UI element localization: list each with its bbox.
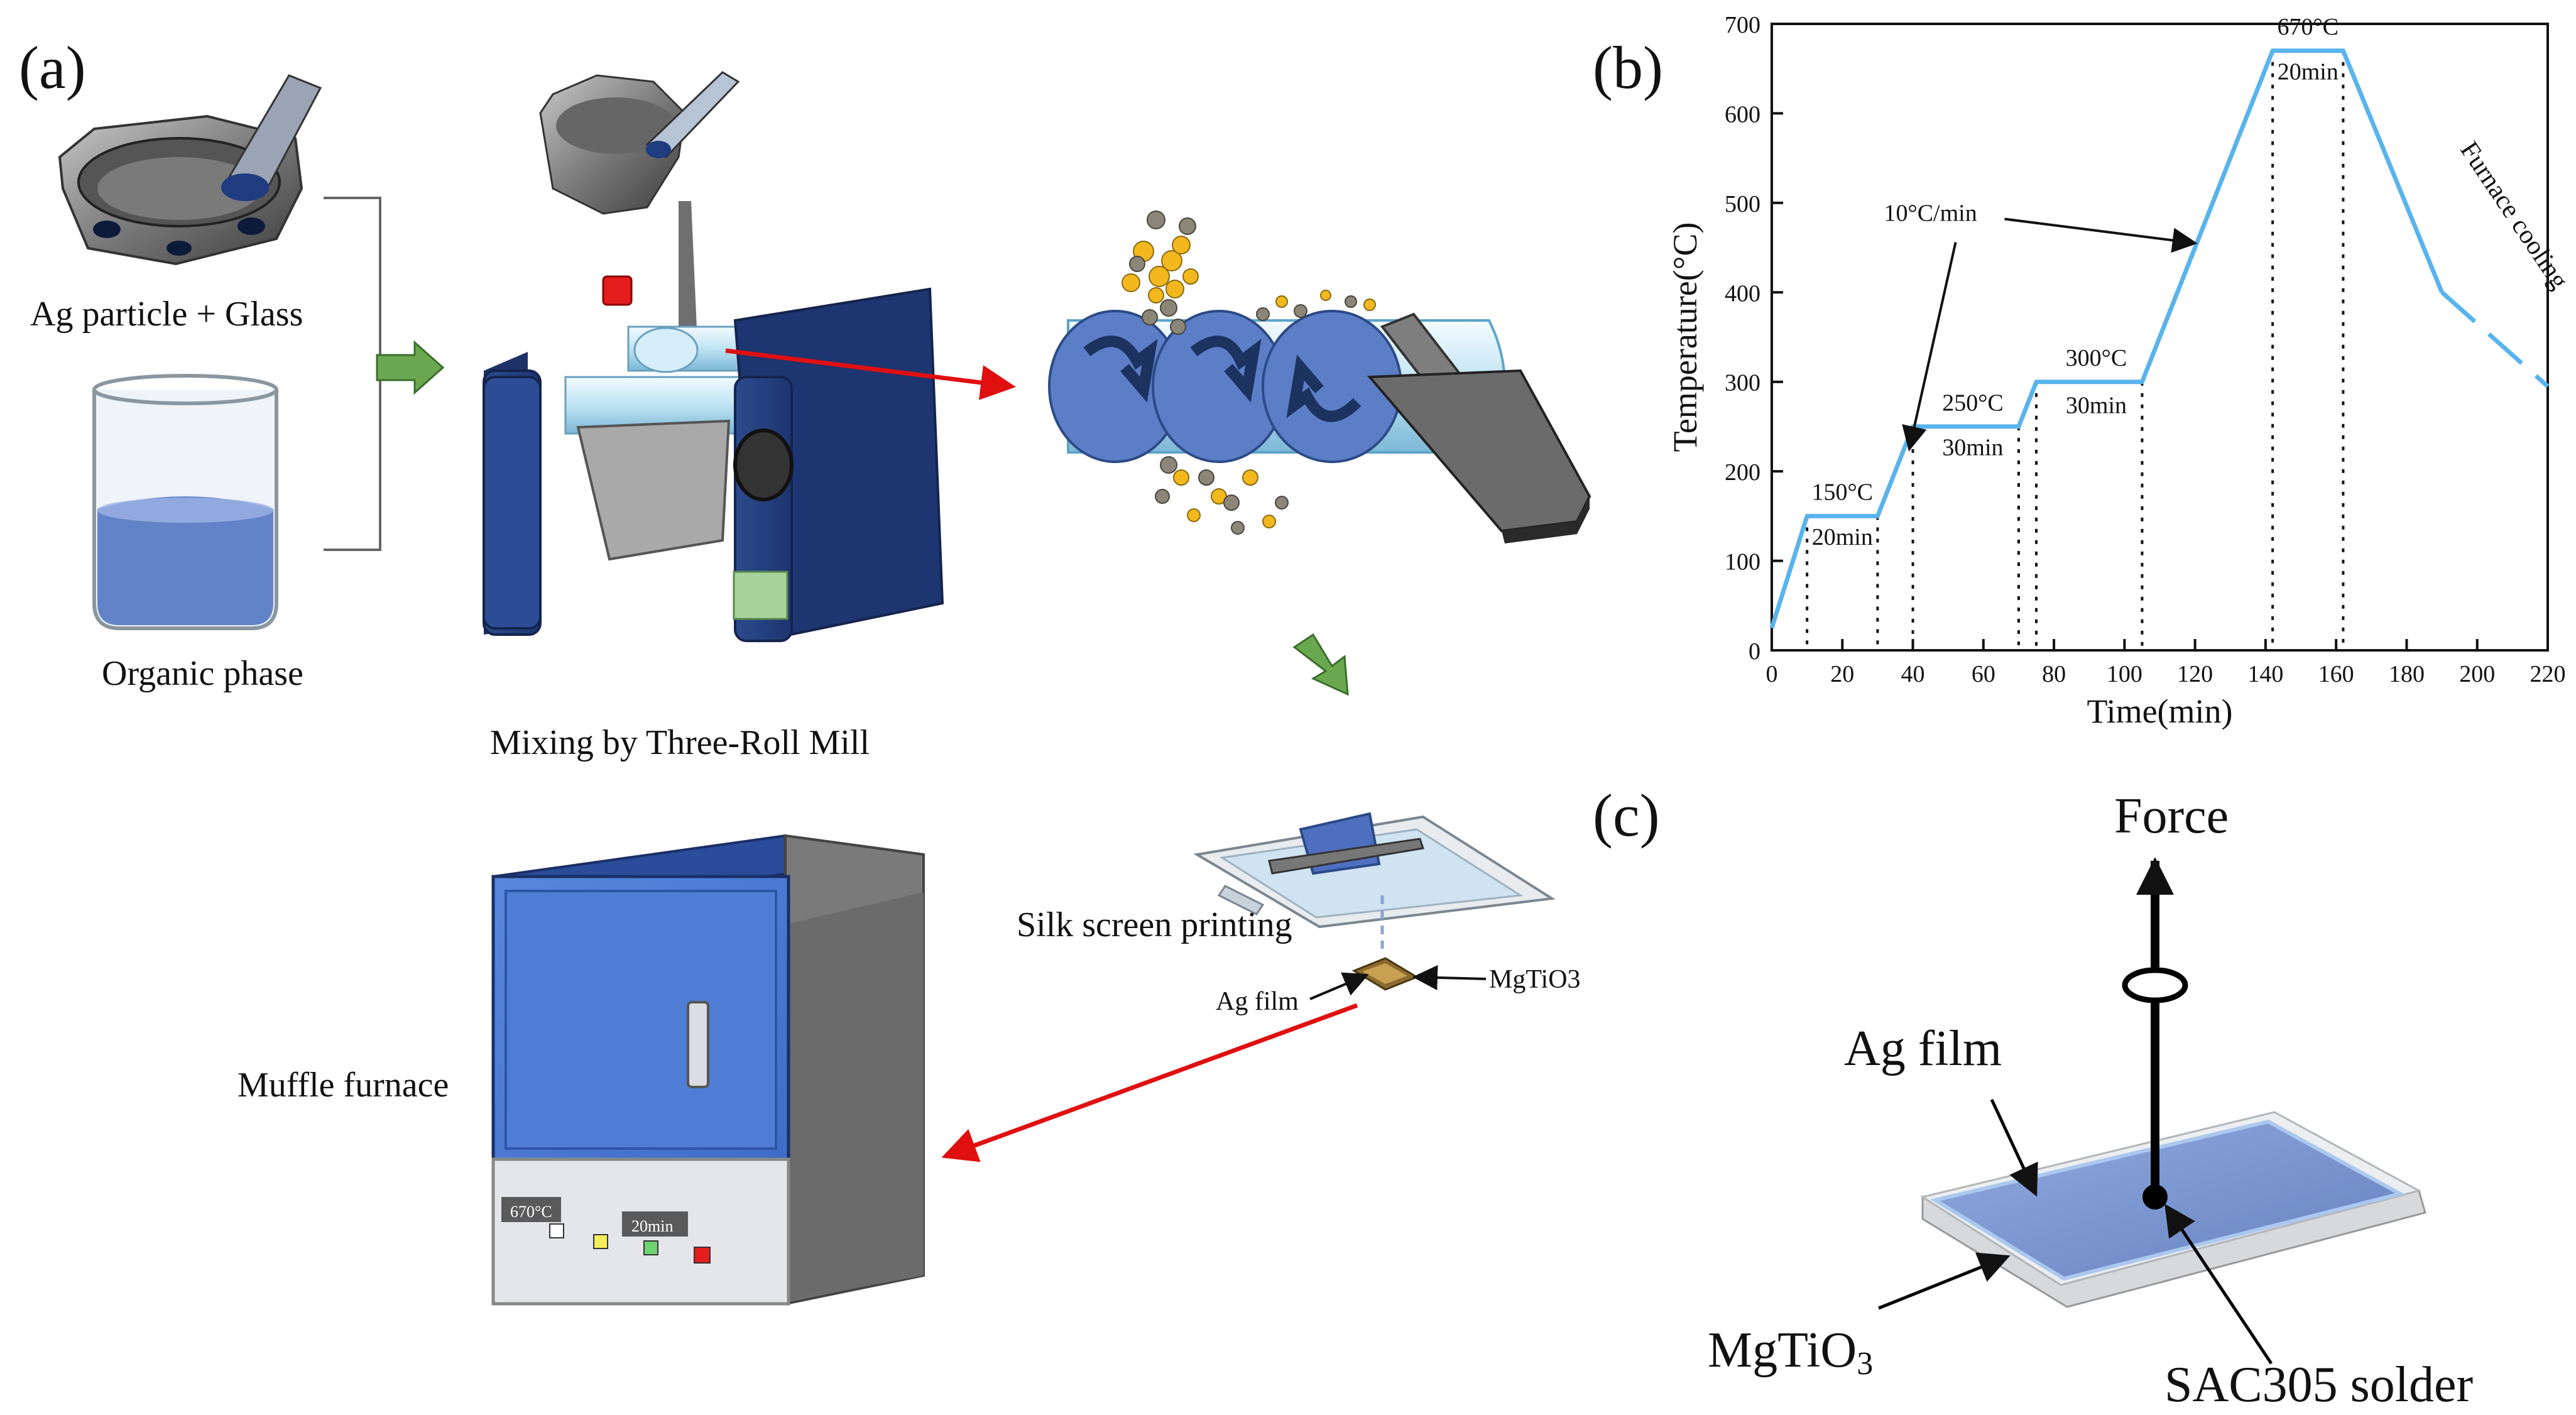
temperature-profile-chart: 0 20 40 60 80 100 120 140 160 180 200 220 0 100 200 300… — [1666, 12, 2573, 730]
beaker-icon — [92, 374, 278, 630]
furnace-label: Muffle furnace — [237, 1066, 449, 1105]
series-line-dashed — [2440, 290, 2550, 388]
y-tick-label: 0 — [1749, 638, 1760, 665]
panel-label-a: (a) — [19, 34, 86, 101]
mgtio3-label: MgTiO3 — [1708, 1323, 1873, 1382]
annotation-label: 150°C — [1811, 479, 1873, 506]
rate-pointer — [1902, 242, 1957, 452]
solder-label: SAC305 solder — [2164, 1357, 2473, 1412]
x-tick-label: 20 — [1830, 661, 1854, 687]
annotation-label: 20min — [1812, 524, 1873, 550]
silk-screen-icon — [1193, 812, 1556, 991]
y-tick-label: 500 — [1725, 191, 1760, 217]
x-tick-label: 120 — [2177, 661, 2213, 687]
annotation-label: 250°C — [1942, 390, 2004, 416]
annotation-label: 10°C/min — [1884, 200, 1977, 226]
ag-film-label: Ag film — [1844, 1021, 2002, 1076]
red-arrow-to-furnace — [941, 1003, 1358, 1162]
ag-film-small-label: Ag film — [1216, 987, 1299, 1016]
annotation-label: 300°C — [2066, 345, 2127, 371]
mgtio3-label-sub: 3 — [1857, 1346, 1873, 1382]
green-arrow-1 — [376, 340, 445, 395]
panel-label-b: (b) — [1593, 34, 1663, 101]
printing-label: Silk screen printing — [1017, 905, 1292, 944]
plot-frame — [1771, 23, 2549, 652]
y-axis-label: Temperature(°C) — [1666, 222, 1704, 452]
series-line — [1769, 48, 2444, 629]
mortar-icon — [58, 74, 322, 266]
roller-closeup-icon — [1048, 210, 1591, 544]
x-tick-label: 100 — [2107, 661, 2142, 687]
x-tick-label: 200 — [2459, 661, 2495, 687]
y-tick-label: 700 — [1725, 12, 1760, 38]
y-tick-label: 200 — [1725, 459, 1760, 486]
furnace-temp-display: 670°C — [510, 1203, 552, 1221]
x-tick-label: 60 — [1972, 661, 1995, 687]
annotation-label: Furnace cooling — [2454, 136, 2573, 294]
x-tick-label: 180 — [2389, 661, 2425, 687]
ag-film-pointer — [1309, 972, 1369, 1000]
shear-test-diagram — [1878, 857, 2426, 1365]
x-tick-label: 40 — [1901, 661, 1925, 687]
y-tick-label: 300 — [1725, 370, 1760, 396]
input-bracket — [324, 197, 381, 551]
x-tick-label: 160 — [2318, 661, 2354, 687]
x-axis-label: Time(min) — [2087, 692, 2232, 730]
beaker-label: Organic phase — [102, 654, 303, 693]
green-arrow-2 — [1292, 633, 1349, 696]
y-tick-label: 100 — [1725, 549, 1760, 576]
annotation-label: 30min — [1942, 435, 2003, 461]
annotation-label: 30min — [2066, 393, 2127, 419]
mortar-label: Ag particle + Glass — [30, 295, 303, 334]
mgtio3-label-main: MgTiO — [1708, 1323, 1857, 1378]
annotation-label: 20min — [2278, 58, 2339, 85]
force-label: Force — [2114, 789, 2229, 844]
three-roll-mill-icon — [483, 71, 944, 643]
y-tick-label: 600 — [1725, 101, 1760, 128]
muffle-furnace-icon: 670°C 20min — [491, 834, 925, 1306]
y-tick-label: 400 — [1725, 280, 1760, 307]
rate-pointer — [2004, 217, 2198, 253]
panel-label-c: (c) — [1593, 782, 1660, 849]
red-arrow-zoom — [725, 348, 1016, 400]
annotation-label: 670°C — [2277, 14, 2339, 40]
mgtio3-pointer — [1412, 964, 1487, 990]
mgtio3-small-label: MgTiO3 — [1489, 965, 1581, 994]
x-tick-label: 220 — [2530, 661, 2566, 687]
mill-label: Mixing by Three-Roll Mill — [490, 723, 870, 762]
force-ring — [2122, 967, 2188, 1003]
x-tick-label: 140 — [2247, 661, 2283, 687]
x-tick-label: 0 — [1766, 661, 1778, 687]
solder-joint — [2142, 1184, 2168, 1210]
x-tick-label: 80 — [2042, 661, 2066, 687]
furnace-time-display: 20min — [631, 1217, 673, 1235]
